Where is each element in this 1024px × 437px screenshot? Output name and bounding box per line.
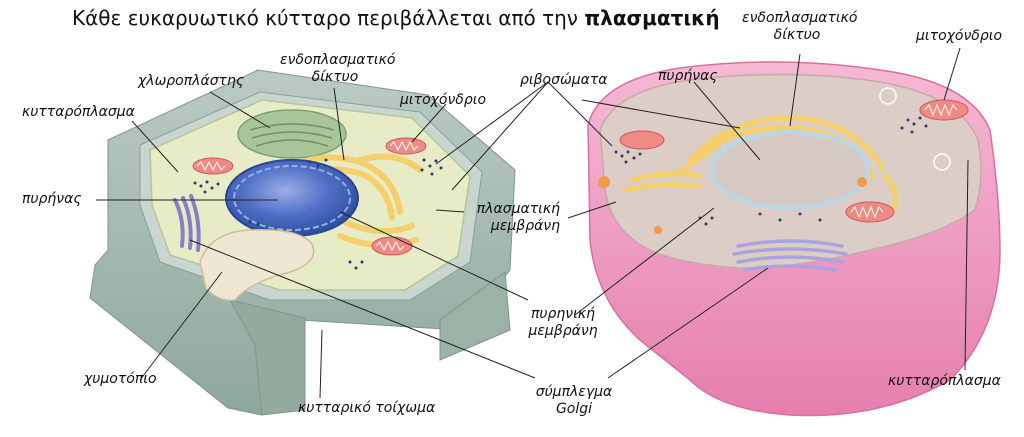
leader-lines [96,47,969,399]
label-cytoplasm-animal: κυτταρόπλασμα [888,373,1001,389]
label-ribosomes: ριβοσώματα [520,72,608,88]
label-golgi-line2: Golgi [555,401,593,417]
animal-ribosomes [614,116,928,226]
label-mitochondrion-plant: μιτοχόνδριο [400,92,487,108]
label-nucleus-animal: πυρήνας [658,68,718,84]
label-golgi-line1: σύμπλεγμα [535,384,613,400]
label-cytoplasm-plant: κυτταρόπλασμα [22,104,135,120]
animal-nucleus [710,130,870,210]
animal-er [622,115,899,213]
label-mitochondrion-animal: μιτοχόνδριο [916,28,1003,44]
plant-ribosomes [193,158,443,270]
plant-wall-right [439,271,511,361]
animal-golgi [732,239,848,272]
label-nuclear-membrane-line2: μεμβράνη [528,323,598,339]
plant-cell [89,69,516,416]
plant-mitochondrion-3 [371,236,413,256]
label-chloroplast: χλωροπλάστης [138,73,245,89]
label-golgi: σύμπλεγμα Golgi [524,384,624,418]
label-nucleus-plant: πυρήνας [22,191,82,207]
animal-mitochondrion-2 [845,201,895,223]
label-er-animal-line1: ενδοπλασματικό [742,10,858,26]
label-nuclear-membrane: πυρηνική μεμβράνη [518,306,608,340]
plant-nucleus [225,159,359,237]
label-plasma-membrane-line1: πλασματική [476,201,560,217]
label-plasma-membrane-line2: μεμβράνη [490,218,560,234]
label-vacuole: χυμοτόπιο [84,371,157,387]
label-er-animal: ενδοπλασματικό δίκτυο [742,10,858,44]
animal-mitochondrion-1 [919,99,969,121]
label-er-animal-line2: δίκτυο [773,27,821,43]
label-cell-wall: κυτταρικό τοίχωμα [298,400,436,416]
label-er-plant-line2: δίκτυο [311,69,359,85]
diagram-title: Κάθε ευκαρυωτικό κύτταρο περιβάλλεται απ… [72,6,720,30]
animal-cell [587,61,1001,417]
label-nuclear-membrane-line1: πυρηνική [531,306,595,322]
animal-mitochondrion-3 [619,130,665,150]
label-er-plant: ενδοπλασματικό δίκτυο [280,52,396,86]
plant-wall-front [229,299,306,416]
label-er-plant-line1: ενδοπλασματικό [280,52,396,68]
chloroplast [237,109,347,159]
plant-mitochondrion-2 [192,157,234,175]
label-plasma-membrane: πλασματική μεμβράνη [460,201,560,235]
vacuole [199,229,315,301]
title-bold: πλασματική [584,6,720,30]
plant-mitochondrion-1 [385,137,427,155]
title-text: Κάθε ευκαρυωτικό κύτταρο περιβάλλεται απ… [72,6,578,30]
